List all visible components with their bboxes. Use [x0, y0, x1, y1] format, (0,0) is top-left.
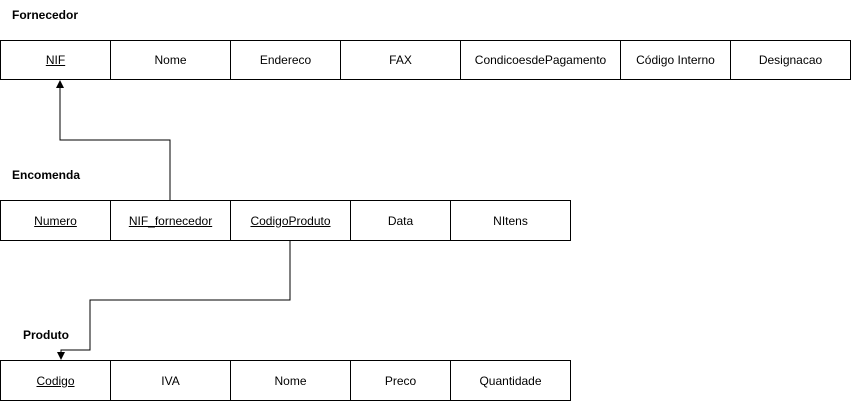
- produto-column-label: Preco: [384, 373, 417, 388]
- encomenda-column-label: NIF_fornecedor: [128, 213, 213, 228]
- relation-line-nif: [59, 86, 171, 200]
- fornecedor-column-nif[interactable]: NIF: [0, 40, 111, 80]
- encomenda-column-label: CodigoProduto: [250, 213, 331, 228]
- fornecedor-column-nome[interactable]: Nome: [110, 40, 231, 80]
- fornecedor-column-label: NIF: [45, 53, 66, 67]
- arrowhead-icon: [56, 80, 64, 88]
- relation-line-codigo: [60, 241, 291, 354]
- produto-column-quantidade[interactable]: Quantidade: [450, 360, 571, 401]
- fornecedor-column-codigo-interno[interactable]: Código Interno: [620, 40, 731, 80]
- fornecedor-column-label: CondicoesdePagamento: [474, 53, 607, 67]
- fornecedor-column-fax[interactable]: FAX: [340, 40, 461, 80]
- produto-column-label: IVA: [161, 373, 180, 388]
- fornecedor-column-label: Código Interno: [636, 53, 715, 67]
- produto-column-iva[interactable]: IVA: [110, 360, 231, 401]
- table-title-produto: Produto: [23, 328, 69, 342]
- produto-column-codigo[interactable]: Codigo: [0, 360, 111, 401]
- fornecedor-column-label: Endereco: [259, 53, 312, 67]
- arrowhead-icon: [57, 352, 65, 360]
- encomenda-column-data[interactable]: Data: [350, 200, 451, 241]
- fornecedor-column-designacao[interactable]: Designacao: [730, 40, 851, 80]
- produto-column-label: Codigo: [36, 373, 75, 388]
- produto-column-label: Nome: [274, 373, 307, 388]
- produto-column-label: Quantidade: [479, 373, 542, 388]
- encomenda-column-label: Numero: [34, 213, 77, 228]
- encomenda-column-label: Data: [387, 213, 414, 228]
- table-title-fornecedor: Fornecedor: [12, 8, 79, 22]
- fornecedor-column-label: Designacao: [758, 53, 823, 67]
- encomenda-column-nitens[interactable]: NItens: [450, 200, 571, 241]
- table-title-encomenda: Encomenda: [12, 168, 81, 182]
- encomenda-column-nif-fornecedor[interactable]: NIF_fornecedor: [110, 200, 231, 241]
- encomenda-column-label: NItens: [493, 213, 528, 228]
- fornecedor-column-condicoes[interactable]: CondicoesdePagamento: [460, 40, 621, 80]
- produto-column-nome[interactable]: Nome: [230, 360, 351, 401]
- fornecedor-column-label: FAX: [389, 53, 412, 67]
- encomenda-column-codigo-produto[interactable]: CodigoProduto: [230, 200, 351, 241]
- produto-column-preco[interactable]: Preco: [350, 360, 451, 401]
- fornecedor-column-label: Nome: [154, 53, 187, 67]
- fornecedor-column-endereco[interactable]: Endereco: [230, 40, 341, 80]
